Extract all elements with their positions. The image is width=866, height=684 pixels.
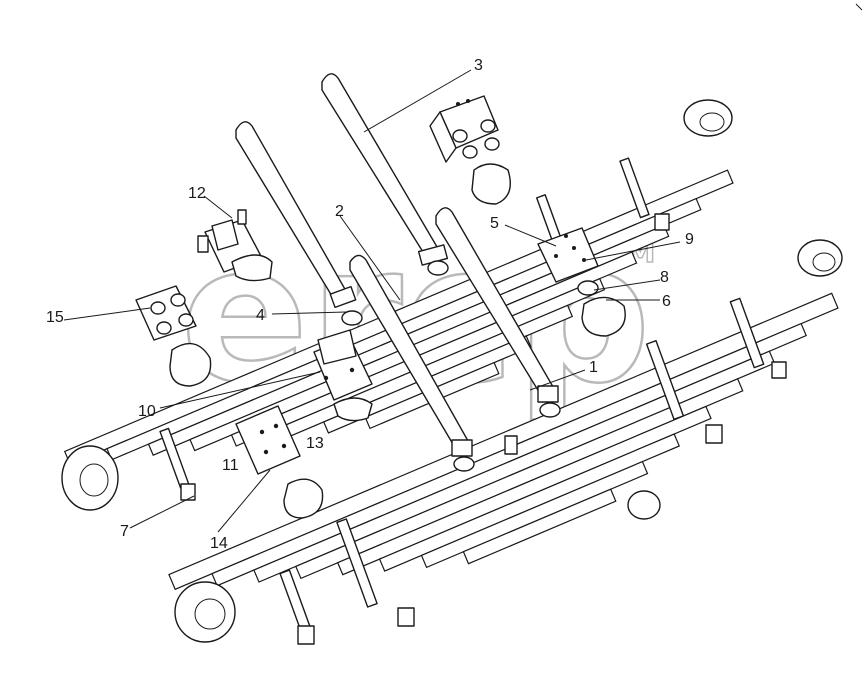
callout-1: 1	[589, 359, 598, 376]
u-bolt-2	[349, 254, 475, 472]
center-pin	[504, 435, 518, 455]
corner-mark	[855, 3, 863, 11]
callout-8: 8	[660, 269, 669, 286]
center-bump	[627, 490, 661, 520]
bracket-12	[197, 209, 273, 282]
callout-4: 4	[256, 307, 265, 324]
callout-3: 3	[474, 57, 483, 74]
spacer-4	[329, 285, 357, 309]
spring-eye-left-lower	[174, 581, 236, 643]
callout-14: 14	[210, 535, 228, 552]
callout-5: 5	[490, 215, 499, 232]
leader-lines	[63, 69, 681, 533]
callout-6: 6	[662, 293, 671, 310]
spring-eye-right-upper	[683, 99, 733, 137]
spring-eye-right-lower	[797, 239, 843, 277]
clamp-lower-right	[645, 340, 723, 444]
clamp-upper-right	[619, 157, 670, 231]
callouts: 1 2 3 4 5 6 7 8 9 10 11 12 13 14 15	[46, 57, 694, 552]
callout-2: 2	[335, 203, 344, 220]
clamp-lower-far-right	[729, 297, 787, 379]
callout-13: 13	[306, 435, 324, 452]
bracket-9	[537, 227, 626, 337]
spring-eye-left-upper	[61, 445, 119, 511]
u-bolt-1	[435, 207, 561, 418]
bracket-15	[135, 285, 212, 387]
bracket-10	[313, 329, 373, 422]
callout-7: 7	[120, 523, 129, 540]
clamp-lower-mid	[336, 518, 415, 627]
callout-15: 15	[46, 309, 64, 326]
callout-12: 12	[188, 185, 206, 202]
bracket-14	[235, 405, 324, 519]
bracket-top-right	[429, 95, 511, 205]
clamp-upper-left	[159, 427, 196, 501]
lower-leaf-spring	[168, 239, 843, 645]
callout-11: 11	[222, 457, 239, 474]
u-bolt-3	[321, 73, 449, 276]
callout-10: 10	[138, 403, 156, 420]
callout-9: 9	[685, 231, 694, 248]
clamp-lower-left	[279, 569, 315, 645]
